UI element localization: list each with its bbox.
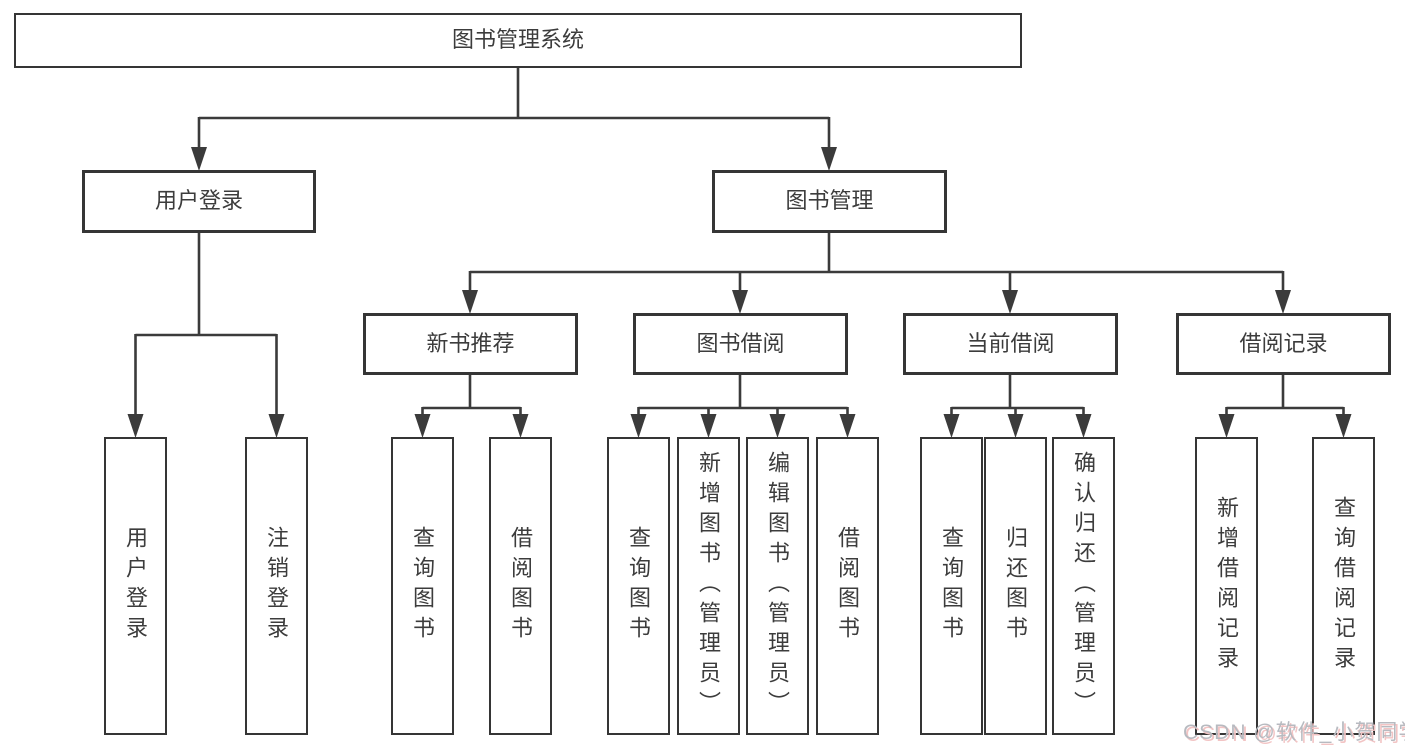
connector-new-book-children bbox=[414, 375, 529, 438]
connector-root-to-level2 bbox=[191, 67, 837, 171]
node-leaf-add-borrow-record: 新增借阅记录 bbox=[1195, 437, 1258, 735]
node-leaf-query-books-recommend: 查询图书 bbox=[391, 437, 454, 735]
node-book-borrow: 图书借阅 bbox=[633, 313, 848, 375]
connector-current-borrow-children bbox=[943, 375, 1092, 438]
connector-user-login-children bbox=[127, 233, 285, 438]
node-leaf-query-books-borrow: 查询图书 bbox=[607, 437, 670, 735]
node-root-system: 图书管理系统 bbox=[14, 13, 1022, 68]
connector-book-management-children bbox=[462, 233, 1291, 314]
node-leaf-add-books-admin: 新增图书（管理员） bbox=[677, 437, 740, 735]
node-leaf-query-books-current: 查询图书 bbox=[920, 437, 983, 735]
node-new-book-recommend: 新书推荐 bbox=[363, 313, 578, 375]
node-leaf-borrow-books: 借阅图书 bbox=[816, 437, 879, 735]
csdn-watermark: CSDN @软件_小贺同学 bbox=[1183, 721, 1405, 744]
node-leaf-logout: 注销登录 bbox=[245, 437, 308, 735]
node-current-borrow: 当前借阅 bbox=[903, 313, 1118, 375]
node-book-management: 图书管理 bbox=[712, 170, 947, 233]
node-leaf-edit-books-admin: 编辑图书（管理员） bbox=[746, 437, 809, 735]
connector-book-borrow-children bbox=[630, 375, 856, 438]
node-leaf-query-borrow-record: 查询借阅记录 bbox=[1312, 437, 1375, 735]
node-leaf-borrow-books-recommend: 借阅图书 bbox=[489, 437, 552, 735]
node-user-login: 用户登录 bbox=[82, 170, 316, 233]
node-leaf-user-login: 用户登录 bbox=[104, 437, 167, 735]
node-leaf-return-books: 归还图书 bbox=[984, 437, 1047, 735]
connector-borrow-records-children bbox=[1218, 375, 1352, 438]
node-borrow-records: 借阅记录 bbox=[1176, 313, 1391, 375]
node-leaf-confirm-return-admin: 确认归还（管理员） bbox=[1052, 437, 1115, 735]
